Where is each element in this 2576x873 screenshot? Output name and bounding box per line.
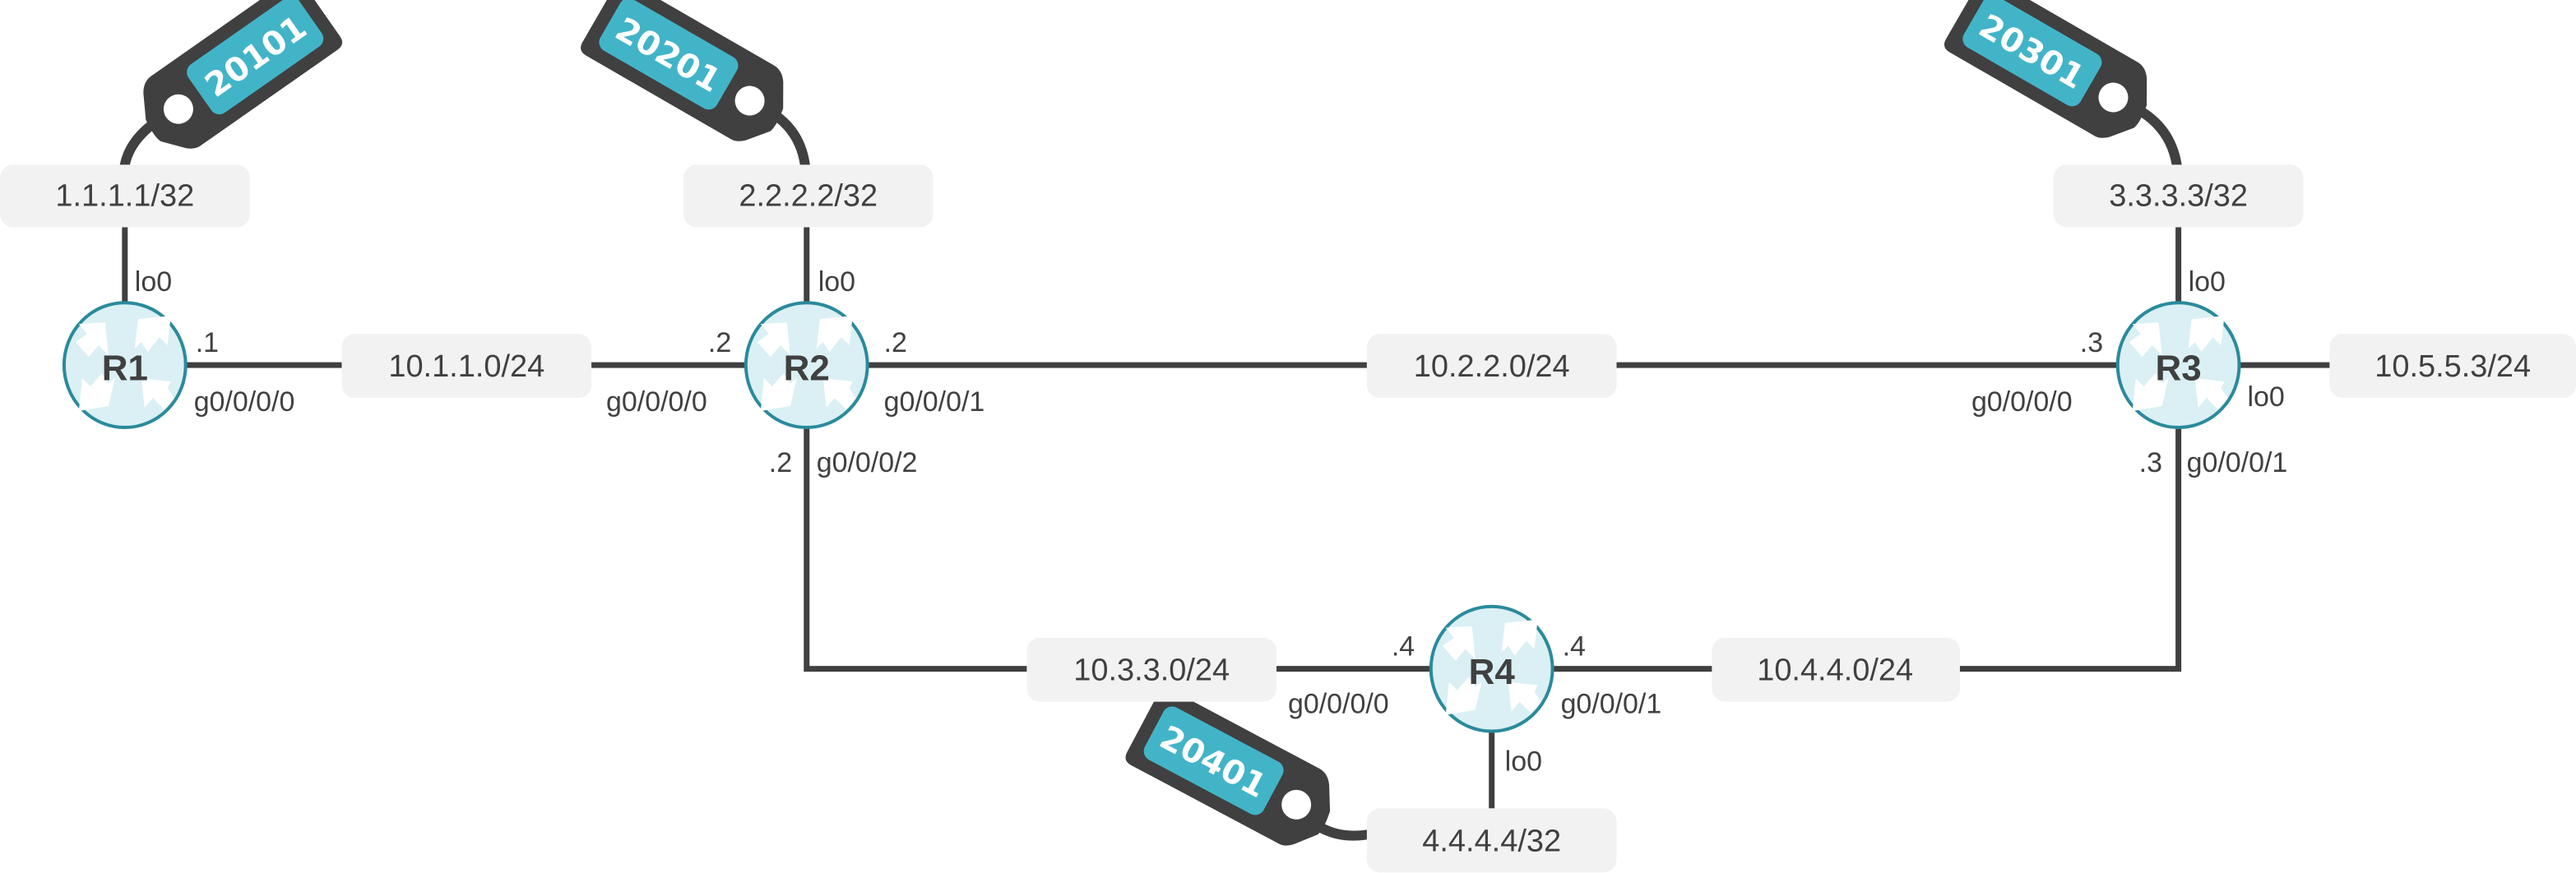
loopback-box-r1: 1.1.1.1/32 xyxy=(0,164,250,228)
sid-tag-r3: 20301 xyxy=(1941,0,2165,152)
lo0-label: lo0 xyxy=(2248,381,2285,413)
router-r1[interactable]: R1 xyxy=(62,301,188,430)
r4-r3-link xyxy=(1552,426,2182,672)
prefix-label: 10.4.4.0/24 xyxy=(1757,654,1913,688)
host-label: .4 xyxy=(1563,631,1586,663)
lo0-label: lo0 xyxy=(2189,266,2226,298)
prefix-label: 10.3.3.0/24 xyxy=(1073,654,1230,688)
interface-label: g0/0/0/1 xyxy=(2187,447,2288,478)
loopback-box-r2: 2.2.2.2/32 xyxy=(683,164,934,228)
interface-label: g0/0/0/2 xyxy=(817,447,918,478)
sid-tag-r1: 20101 xyxy=(125,0,346,164)
router-label: R2 xyxy=(784,349,830,389)
router-label: R4 xyxy=(1469,652,1516,692)
host-label: .4 xyxy=(1392,631,1415,663)
prefix-label: 4.4.4.4/32 xyxy=(1422,824,1561,858)
router-label: R1 xyxy=(102,349,148,389)
host-label: .2 xyxy=(884,327,907,358)
router-label: R3 xyxy=(2156,349,2202,389)
sid-tag-r2: 20201 xyxy=(577,0,801,155)
interface-label: g0/0/0/1 xyxy=(884,386,985,418)
prefix-label: 2.2.2.2/32 xyxy=(739,178,878,213)
prefix-label: 10.2.2.0/24 xyxy=(1414,349,1570,384)
prefix-label: 10.1.1.0/24 xyxy=(388,349,544,384)
host-label: .3 xyxy=(2139,447,2162,478)
network-box-10-2-2: 10.2.2.0/24 xyxy=(1366,334,1617,399)
network-box-10-4-4: 10.4.4.0/24 xyxy=(1712,637,1960,702)
lo0-label: lo0 xyxy=(1505,746,1542,777)
prefix-label: 3.3.3.3/32 xyxy=(2109,178,2248,213)
network-box-10-3-3: 10.3.3.0/24 xyxy=(1026,637,1277,702)
host-label: .1 xyxy=(196,327,219,358)
lo0-label: lo0 xyxy=(135,266,172,298)
interface-labels: lo0 lo0 lo0 lo0 lo0 .1 g0/0/0/0 .2 g0/0/… xyxy=(135,266,2287,777)
prefix-label: 1.1.1.1/32 xyxy=(55,178,194,213)
router-r4[interactable]: R4 xyxy=(1429,604,1554,733)
host-label: .3 xyxy=(2080,327,2103,358)
lo0-label: lo0 xyxy=(818,266,855,298)
interface-label: g0/0/0/1 xyxy=(1561,689,1662,720)
interface-label: g0/0/0/0 xyxy=(1971,386,2073,418)
router-r3[interactable]: R3 xyxy=(2115,301,2241,430)
loopback-box-r3: 3.3.3.3/32 xyxy=(2053,164,2304,228)
loopback-box-r4: 4.4.4.4/32 xyxy=(1366,808,1617,873)
network-box-10-5-5: 10.5.5.3/24 xyxy=(2329,334,2576,399)
host-label: .2 xyxy=(708,327,731,358)
interface-label: g0/0/0/0 xyxy=(1288,689,1389,720)
prefix-label: 10.5.5.3/24 xyxy=(2374,349,2531,384)
host-label: .2 xyxy=(769,447,792,478)
interface-label: g0/0/0/0 xyxy=(194,386,295,418)
network-box-10-1-1: 10.1.1.0/24 xyxy=(341,334,592,399)
interface-label: g0/0/0/0 xyxy=(606,386,707,418)
router-r2[interactable]: R2 xyxy=(744,301,869,430)
